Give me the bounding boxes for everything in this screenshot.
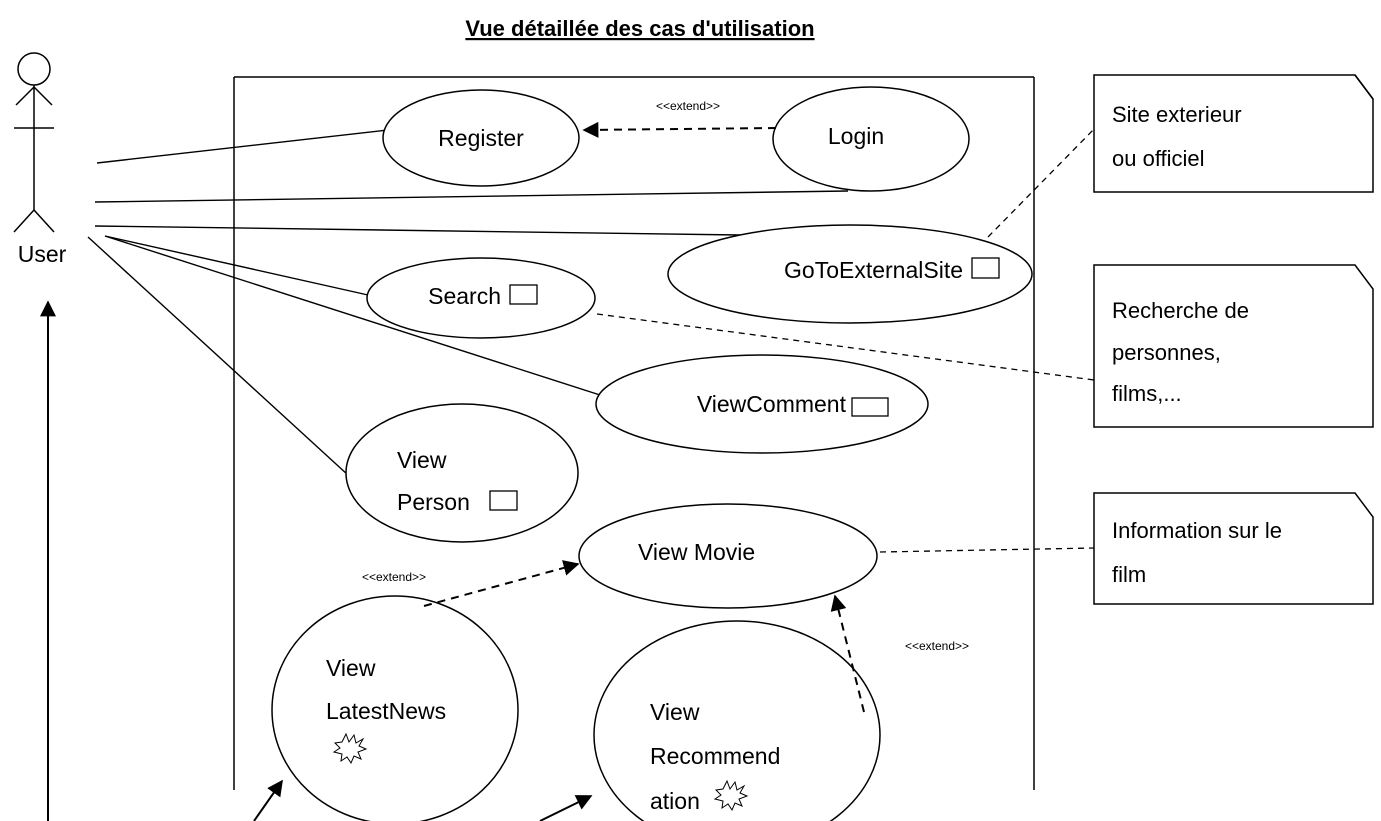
use-case-view-comment-label: ViewComment [697,391,847,417]
use-case-view-latest-news-label-2: LatestNews [326,698,446,724]
note-search-line-3: films,... [1112,381,1182,406]
event-burst-icon [713,779,749,812]
extend-relations [423,121,865,713]
use-case-view-recommendation: View Recommend ation [593,620,881,821]
note-movie: Information sur le film [1093,492,1374,605]
use-case-view-latest-news-label-1: View [326,655,376,681]
use-case-goto-external-site: GoToExternalSite [667,224,1033,324]
note-external-site-line-1: Site exterieur [1112,102,1242,127]
use-case-view-person: View Person [345,403,579,543]
use-case-register-label: Register [438,125,524,151]
note-external-site-line-2: ou officiel [1112,146,1205,171]
diagram-title: Vue détaillée des cas d'utilisation [465,16,814,41]
note-movie-line-2: film [1112,562,1146,587]
note-anchor-icon [971,257,1000,279]
use-case-view-person-label-2: Person [397,489,470,515]
use-case-view-comment: ViewComment [595,354,929,454]
user-actor [13,52,55,233]
use-case-search: Search [366,257,596,339]
use-case-login-label: Login [828,123,884,149]
note-connectors [596,124,1099,553]
note-search-line-1: Recherche de [1112,298,1249,323]
note-anchor-icon [509,284,538,305]
extend-label-recommendation-movie: <<extend>> [905,639,969,653]
use-case-search-label: Search [428,283,501,309]
actor-arrow-recommendation [539,795,593,821]
extend-label-latestnews-movie: <<extend>> [362,570,426,584]
note-anchor-icon [489,490,518,511]
use-case-goto-external-site-label: GoToExternalSite [784,257,963,283]
use-case-view-movie: View Movie [578,503,878,609]
use-case-view-recommendation-label-2: Recommend [650,743,780,769]
actor-label: User [18,241,67,267]
use-case-view-latest-news: View LatestNews [271,595,519,821]
use-case-view-recommendation-label-1: View [650,699,700,725]
actor-arrow-latest-news [253,779,283,821]
use-case-view-recommendation-label-3: ation [650,788,700,814]
note-anchor-icon [851,397,889,417]
note-external-site: Site exterieur ou officiel [1093,74,1374,193]
use-case-view-movie-label: View Movie [638,539,755,565]
note-search-line-2: personnes, [1112,340,1221,365]
system-boundary [233,76,1035,790]
use-case-login: Login [772,86,970,192]
note-search: Recherche de personnes, films,... [1093,264,1374,428]
event-burst-icon [332,732,368,765]
use-case-register: Register [382,89,580,187]
extend-label-login-register: <<extend>> [656,99,720,113]
note-movie-line-1: Information sur le [1112,518,1282,543]
use-case-view-person-label-1: View [397,447,447,473]
associations [87,129,849,476]
